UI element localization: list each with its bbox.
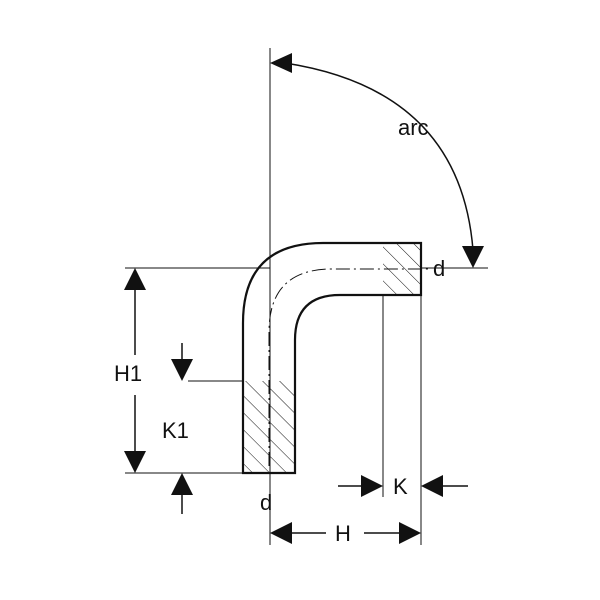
k1-arrowhead-bottom (171, 473, 193, 495)
k-arrowhead-right (421, 475, 443, 497)
h-arrowhead-left (270, 522, 292, 544)
d-bottom-label: d (260, 490, 272, 515)
h1-label: H1 (114, 361, 142, 386)
d-top-label: d (433, 256, 445, 281)
h-arrowhead-right (399, 522, 421, 544)
pipe-center-line (268, 268, 428, 466)
pipe-bend-outline (241, 241, 423, 475)
k-arrowhead-left (361, 475, 383, 497)
arc-label: arc (398, 115, 429, 140)
h1-arrowhead-bottom (124, 451, 146, 473)
k1-arrowhead-top (171, 359, 193, 381)
arc-arrowhead-start (270, 53, 292, 73)
arc-arrowhead-end (462, 246, 484, 268)
h1-arrowhead-top (124, 268, 146, 290)
h-label: H (335, 521, 351, 546)
k1-label: K1 (162, 418, 189, 443)
arc-dimension-curve (284, 62, 474, 251)
k-label: K (393, 474, 408, 499)
